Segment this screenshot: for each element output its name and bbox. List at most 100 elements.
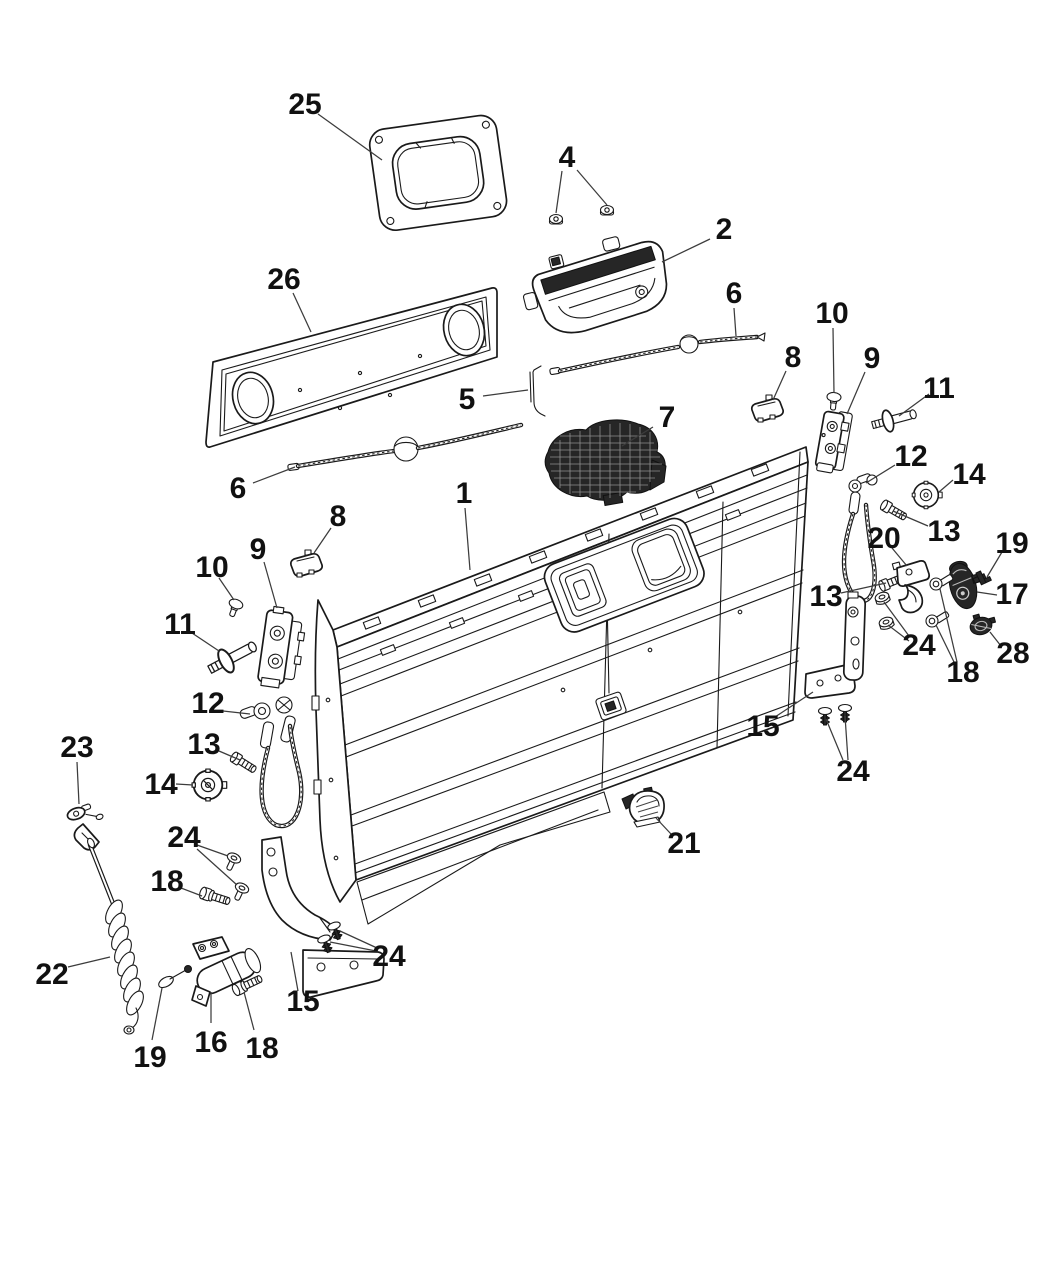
callout-24-right-upper-label: 24 xyxy=(902,629,936,662)
callout-11-left-label: 11 xyxy=(164,608,196,641)
callout-14-right-label: 14 xyxy=(952,458,986,491)
part-26-access-panel xyxy=(205,287,498,448)
leader-line xyxy=(844,715,849,761)
part-24-pin-center-b xyxy=(317,934,333,954)
callout-18-right-label: 18 xyxy=(946,656,979,689)
callout-19-left-label: 19 xyxy=(133,1041,166,1074)
callout-24-right-upper: 24 xyxy=(883,601,936,662)
leader-line xyxy=(196,844,229,857)
leader-line xyxy=(939,588,958,663)
leader-line xyxy=(175,783,194,786)
callout-6-right: 6 xyxy=(726,277,742,337)
callout-14-left: 14 xyxy=(144,768,194,801)
callout-13-right-lower-label: 13 xyxy=(809,580,842,613)
leader-line xyxy=(621,426,654,447)
leader-line xyxy=(482,389,529,397)
part-20-release-lever xyxy=(891,559,931,614)
callout-24-center: 24 xyxy=(329,930,406,973)
callout-18-left-label: 18 xyxy=(150,865,183,898)
callout-11-left: 11 xyxy=(164,608,220,652)
leader-line xyxy=(313,527,332,554)
leader-line xyxy=(840,582,887,594)
callout-14-left-label: 14 xyxy=(144,768,178,801)
callout-23: 23 xyxy=(60,731,94,805)
callout-9-right-label: 9 xyxy=(864,342,881,375)
leader-line xyxy=(67,956,111,968)
leader-line xyxy=(263,561,278,609)
callout-7-label: 7 xyxy=(659,401,676,434)
leader-line xyxy=(891,547,908,567)
part-24-nut-right-b xyxy=(878,616,895,630)
callout-20-label: 20 xyxy=(867,522,900,555)
callout-9-left-label: 9 xyxy=(250,533,267,566)
callout-12-right-label: 12 xyxy=(894,440,927,473)
callout-26-label: 26 xyxy=(267,263,300,296)
callout-2-label: 2 xyxy=(716,213,733,246)
leader-line xyxy=(846,371,866,415)
callout-5-label: 5 xyxy=(459,383,476,416)
callout-24-right-lower-label: 24 xyxy=(836,755,870,788)
callout-10-right: 10 xyxy=(815,297,849,394)
callout-18-center-label: 18 xyxy=(245,1032,278,1065)
callout-15-right-label: 15 xyxy=(746,710,779,743)
leader-line xyxy=(243,991,255,1031)
callout-10-left: 10 xyxy=(195,551,235,601)
leader-line xyxy=(151,987,163,1041)
part-9-latch-right xyxy=(814,410,853,474)
callout-12-left-label: 12 xyxy=(191,687,224,720)
part-24-screw-left-b xyxy=(234,882,250,901)
leader-line xyxy=(772,370,787,401)
callout-24-right-lower: 24 xyxy=(825,715,870,788)
leader-line xyxy=(317,113,383,161)
leader-line xyxy=(222,710,251,715)
part-2-tailgate-handle xyxy=(522,236,668,334)
callout-10-left-label: 10 xyxy=(195,551,228,584)
part-15-hinge-bracket-left xyxy=(261,836,385,998)
part-18-bolt-left xyxy=(199,886,231,905)
leader-line xyxy=(883,601,910,637)
callout-15-left-label: 15 xyxy=(286,985,319,1018)
handle-recess xyxy=(543,517,705,633)
callout-22: 22 xyxy=(35,956,111,991)
callout-2: 2 xyxy=(661,213,733,263)
callout-6-left: 6 xyxy=(230,466,296,505)
part-17-lock-cylinder xyxy=(948,560,980,610)
callout-17-label: 17 xyxy=(995,578,1028,611)
part-12-check-cable-right xyxy=(841,473,878,603)
part-28-clip-nut xyxy=(969,613,996,636)
callouts: 25 4 2 26 6 10 8 9 xyxy=(35,88,1029,1074)
part-9-latch-left xyxy=(257,605,306,689)
callout-13-left: 13 xyxy=(187,728,241,761)
leader-line xyxy=(464,507,471,571)
callout-7: 7 xyxy=(621,401,676,447)
callout-12-right: 12 xyxy=(865,440,928,484)
part-19-clip-right xyxy=(972,570,992,586)
callout-19-left: 19 xyxy=(133,987,167,1074)
leader-line xyxy=(191,632,220,652)
callout-15-right: 15 xyxy=(746,691,814,743)
callout-23-label: 23 xyxy=(60,731,93,764)
part-22-torsion-spring xyxy=(73,823,144,1035)
leader-line xyxy=(292,292,312,333)
callout-6-left-label: 6 xyxy=(230,472,247,505)
leader-line xyxy=(832,327,835,394)
callout-24-center-label: 24 xyxy=(372,940,406,973)
leader-line xyxy=(76,761,80,805)
part-18-screw-right-upper xyxy=(929,574,954,591)
callout-15-left: 15 xyxy=(286,951,320,1018)
leader-line xyxy=(976,591,998,596)
callout-17: 17 xyxy=(976,578,1029,611)
leader-line xyxy=(935,624,956,665)
leader-line xyxy=(898,393,930,417)
callout-18-right: 18 xyxy=(935,588,980,689)
callout-8-right-label: 8 xyxy=(785,341,802,374)
callout-8-right: 8 xyxy=(772,341,802,401)
part-13-bolt-left xyxy=(229,751,257,773)
leader-line xyxy=(252,466,296,484)
callout-20: 20 xyxy=(867,522,908,567)
callout-1-label: 1 xyxy=(456,477,473,510)
leader-line xyxy=(218,750,241,761)
part-18-bolt-center xyxy=(231,975,263,997)
callout-24-left: 24 xyxy=(167,821,238,886)
part-5-clip-rod xyxy=(529,365,546,417)
